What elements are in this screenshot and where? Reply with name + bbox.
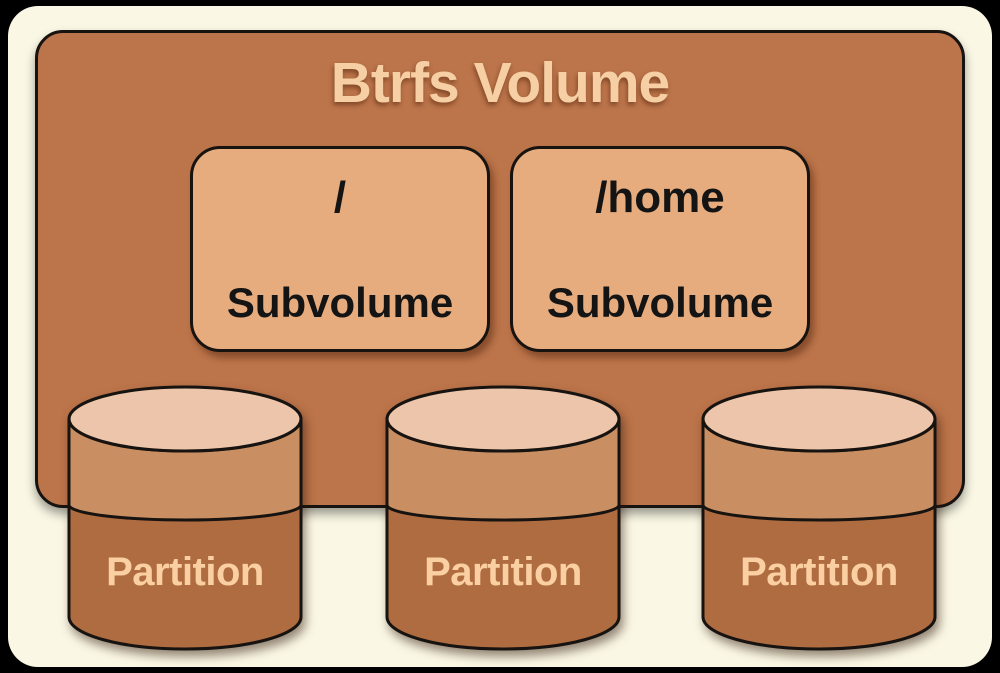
partition-label: Partition [106,550,264,594]
partition-label: Partition [740,550,898,594]
partition-cylinder-2: Partition [385,385,621,651]
volume-title: Btrfs Volume [330,51,671,115]
subvolume-box-root: / Subvolume [190,146,490,352]
cylinder-top-ellipse [67,385,303,453]
subvolume-label: Subvolume [546,278,774,326]
partition-cylinder-3: Partition [701,385,937,651]
subvolume-path: / [333,173,347,222]
cylinder-top-ellipse [701,385,937,453]
partition-cylinder-1: Partition [67,385,303,651]
subvolume-label: Subvolume [226,278,454,326]
subvolume-path: /home [595,173,725,222]
subvolume-box-home: /home Subvolume [510,146,810,352]
partition-label: Partition [424,550,582,594]
cylinder-top-ellipse [385,385,621,453]
